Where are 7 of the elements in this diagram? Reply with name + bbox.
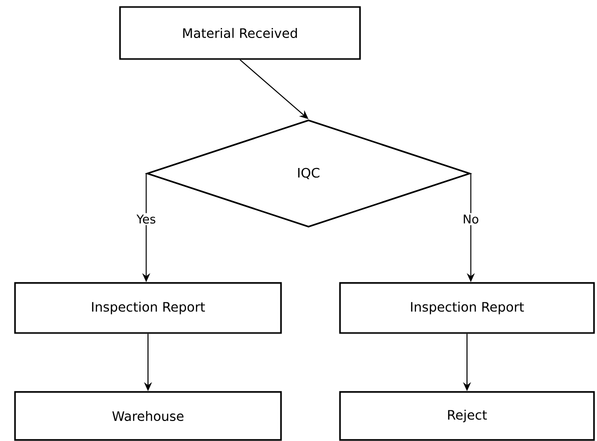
process-box: Reject: [339, 391, 595, 441]
process-box: Material Received: [119, 6, 361, 60]
process-box: Inspection Report: [339, 282, 595, 334]
edge-label: Yes: [135, 213, 158, 226]
edge-label: No: [461, 213, 480, 226]
process-box: Inspection Report: [14, 282, 282, 334]
process-box: Warehouse: [14, 391, 282, 441]
